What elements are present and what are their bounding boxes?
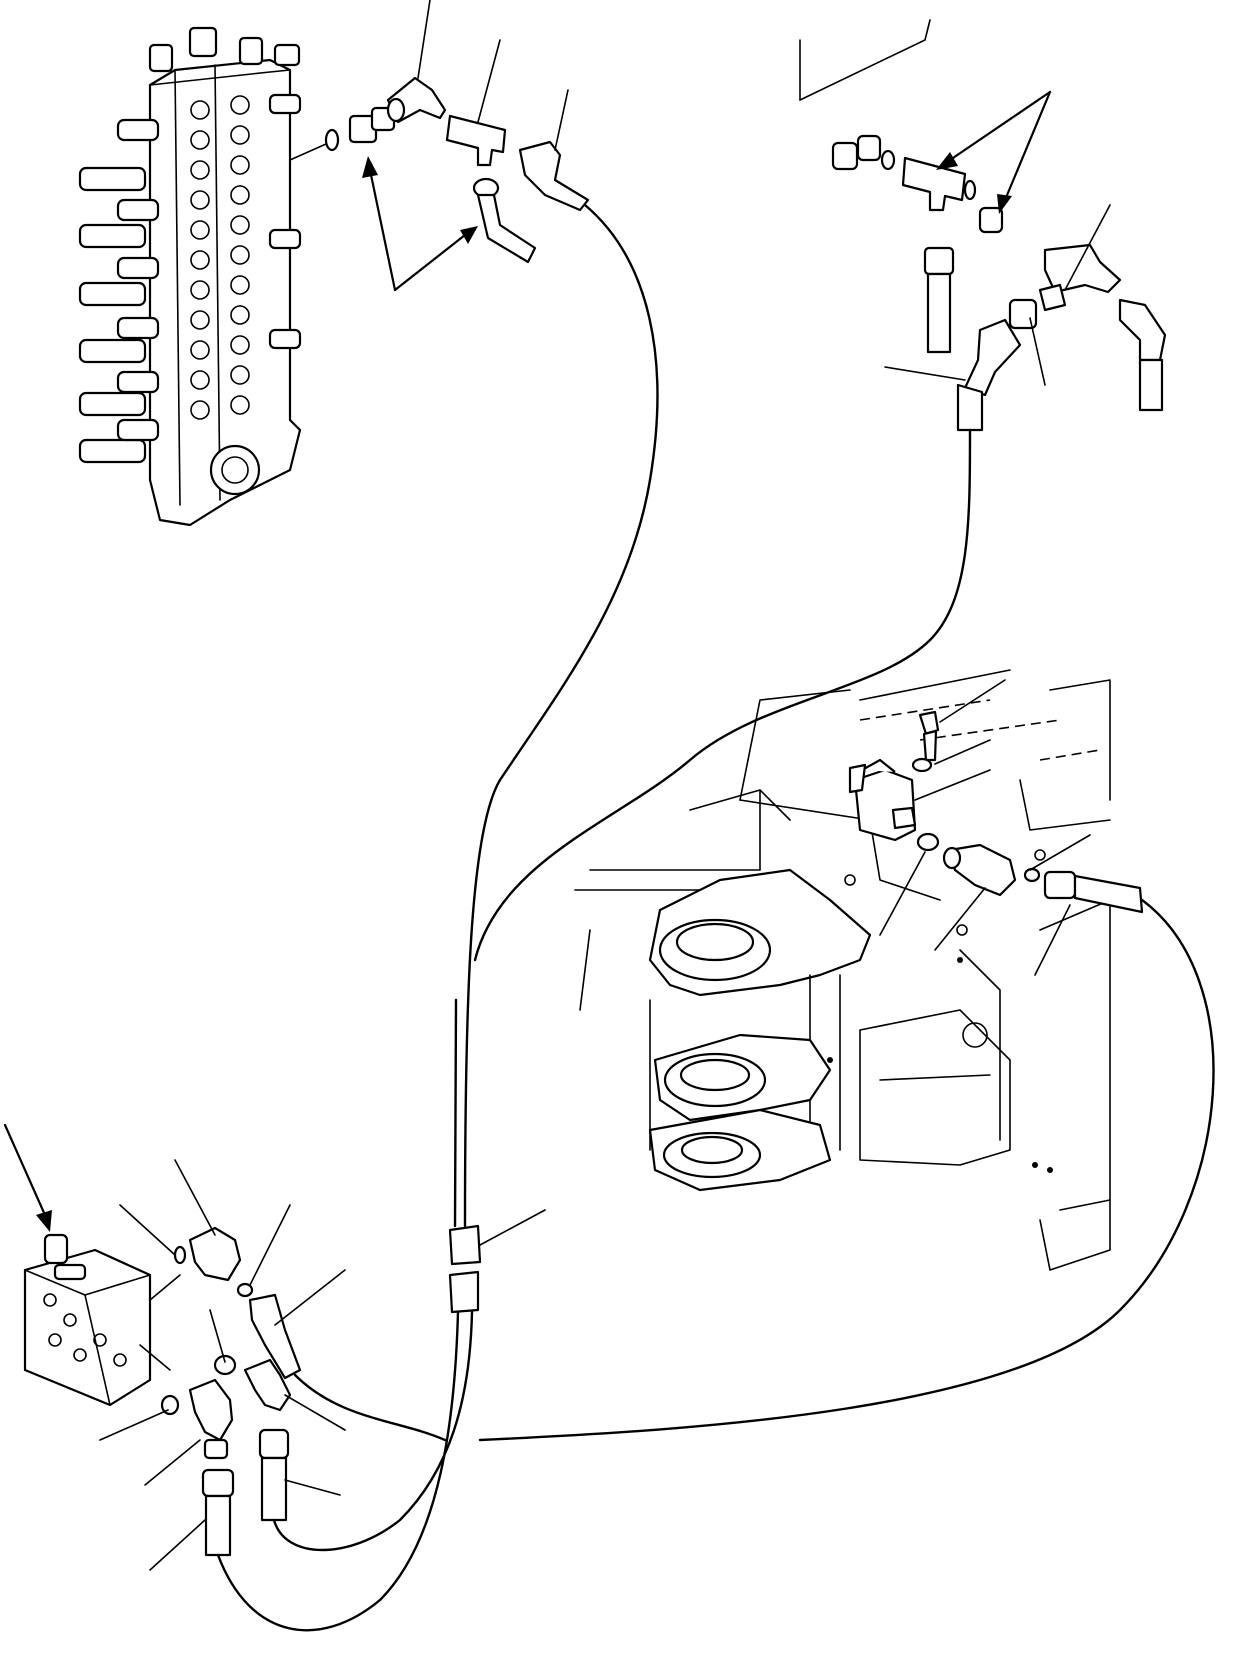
boom-foot-valve-group (848, 679, 1144, 976)
hose-protector-sleeve (448, 1209, 546, 1314)
hoses (216, 203, 1215, 1632)
control-valve (78, 26, 336, 527)
right-tee-fitting-group (799, 19, 1167, 432)
lower-fittings (99, 1159, 346, 1571)
lower-left-valve-block (3, 1123, 181, 1407)
upper-fitting-group (324, 0, 590, 292)
valve-left-ports (78, 118, 160, 464)
boom-foot-frame (574, 669, 1111, 1271)
valve-face-ports (190, 95, 250, 420)
